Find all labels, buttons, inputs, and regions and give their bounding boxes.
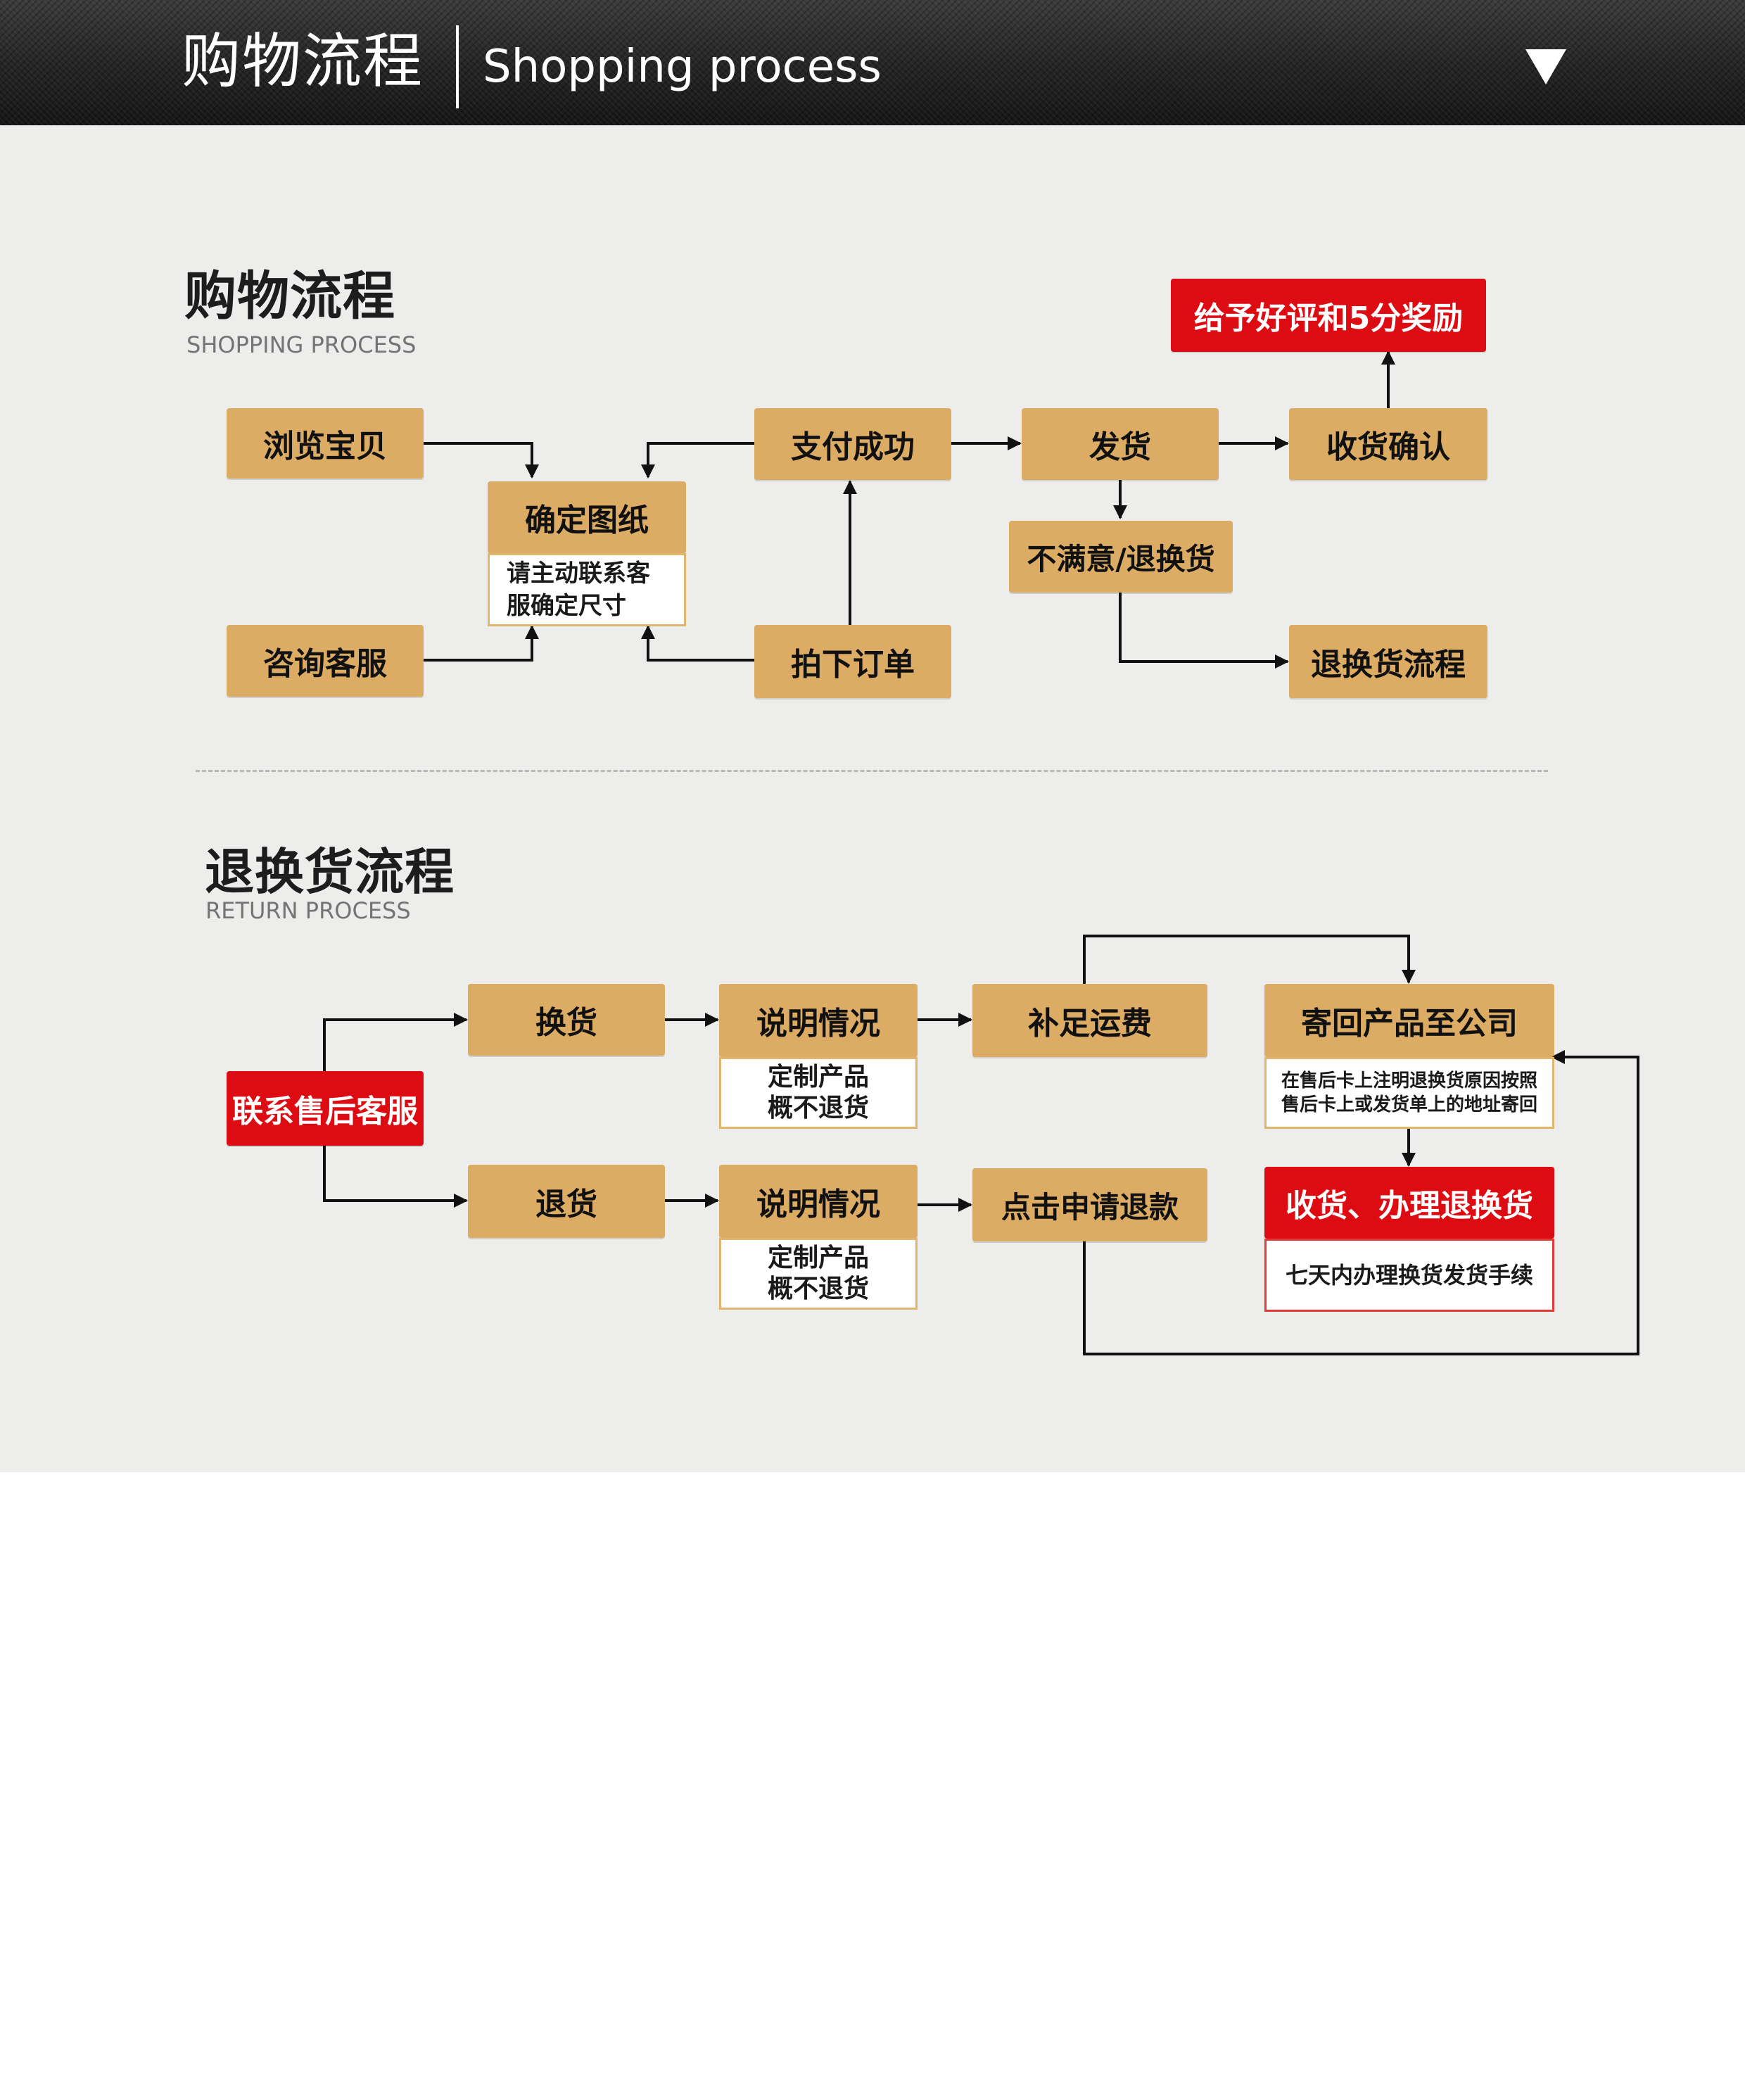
- shopping-section-subtitle: SHOPPING PROCESS: [186, 331, 417, 358]
- send-back-note: 在售后卡上注明退换货原因按照 售后卡上或发货单上的地址寄回: [1264, 1057, 1554, 1129]
- arrow-apply-refund-to-send-back: [1083, 1050, 1639, 1355]
- step-receive-confirm: 收货确认: [1289, 408, 1487, 480]
- arrow-browse-to-confirm: [424, 442, 539, 479]
- step-pay-success: 支付成功: [754, 408, 951, 480]
- step-browse: 浏览宝贝: [227, 408, 424, 479]
- confirm-note-line-1: 请主动联系客: [507, 559, 650, 588]
- arrow-shipping-to-send-back: [1083, 935, 1416, 984]
- arrow-contact-to-exchange: [323, 1013, 468, 1071]
- step-return-flow: 退换货流程: [1289, 625, 1487, 698]
- step-explain-exchange: 说明情况: [719, 984, 918, 1057]
- custom-note-1-line-1: 定制产品: [767, 1063, 869, 1092]
- step-send-back: 寄回产品至公司: [1264, 984, 1554, 1057]
- receive-process-note: 七天内办理换货发货手续: [1264, 1239, 1554, 1312]
- step-apply-refund: 点击申请退款: [972, 1168, 1207, 1241]
- custom-note-refund: 定制产品 概不退货: [719, 1238, 918, 1310]
- step-contact-after-sales: 联系售后客服: [227, 1071, 424, 1146]
- arrow-pay-to-confirm: [641, 442, 754, 479]
- step-receive-process: 收货、办理退换货: [1264, 1167, 1554, 1239]
- custom-note-2-line-2: 概不退货: [767, 1274, 869, 1303]
- step-consult: 咨询客服: [227, 625, 424, 697]
- receive-note-text: 七天内办理换货发货手续: [1285, 1262, 1533, 1289]
- send-back-note-line-2: 售后卡上或发货单上的地址寄回: [1281, 1094, 1537, 1115]
- custom-note-1-line-2: 概不退货: [767, 1094, 869, 1122]
- confirm-drawing-note: 请主动联系客 服确定尺寸: [488, 553, 686, 626]
- step-refund: 退货: [468, 1165, 665, 1238]
- step-reward: 给予好评和5分奖励: [1171, 279, 1486, 352]
- section-divider: [196, 770, 1548, 772]
- arrow-unsatisfied-to-return-flow: [1119, 593, 1289, 669]
- return-section-subtitle: RETURN PROCESS: [205, 897, 411, 924]
- step-exchange: 换货: [468, 984, 665, 1056]
- shopping-section-title: 购物流程: [184, 266, 395, 327]
- step-explain-refund: 说明情况: [719, 1165, 918, 1238]
- step-unsatisfied: 不满意/退换货: [1009, 521, 1233, 593]
- step-place-order: 拍下订单: [754, 625, 951, 698]
- arrow-consult-to-confirm: [424, 625, 539, 662]
- triangle-down-icon[interactable]: [1525, 49, 1566, 84]
- header-divider: [456, 25, 459, 108]
- confirm-note-line-2: 服确定尺寸: [507, 592, 626, 620]
- arrow-contact-to-refund: [323, 1146, 468, 1208]
- header-subtitle: Shopping process: [483, 41, 882, 93]
- custom-note-exchange: 定制产品 概不退货: [719, 1057, 918, 1129]
- send-back-note-line-1: 在售后卡上注明退换货原因按照: [1281, 1070, 1537, 1092]
- header-bar: 购物流程 Shopping process: [0, 0, 1745, 125]
- step-pay-shipping: 补足运费: [972, 984, 1207, 1057]
- arrow-order-to-confirm: [641, 625, 754, 662]
- custom-note-2-line-1: 定制产品: [767, 1244, 869, 1272]
- header-title: 购物流程: [182, 27, 424, 96]
- step-ship: 发货: [1022, 408, 1219, 480]
- return-section-title: 退换货流程: [205, 843, 455, 901]
- step-confirm-drawing: 确定图纸: [488, 481, 686, 553]
